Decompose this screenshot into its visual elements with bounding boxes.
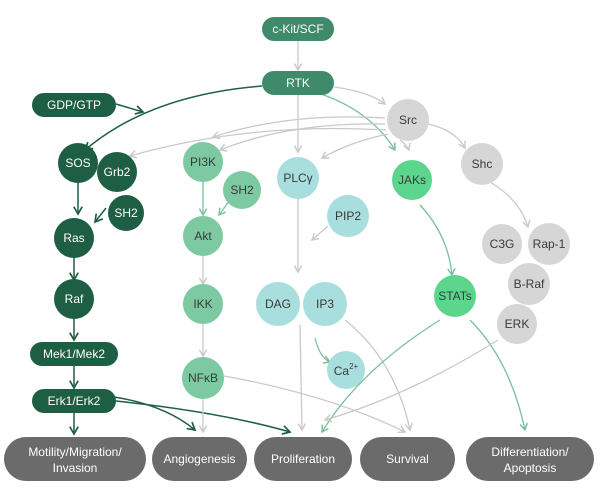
node-pip2-label: PIP2 xyxy=(335,209,361,223)
outcome-proliferation-label: Proliferation xyxy=(271,452,335,466)
node-raf[interactable]: Raf xyxy=(54,279,94,319)
node-ckit[interactable]: c-Kit/SCF xyxy=(262,17,334,41)
arrow-stats-differentiation xyxy=(469,319,528,432)
node-rtk-label: RTK xyxy=(286,76,310,90)
node-plcg-label: PLCγ xyxy=(283,171,312,185)
node-ikk[interactable]: IKK xyxy=(183,284,223,324)
arrow-shc-c3g xyxy=(489,181,531,229)
node-sh2-left[interactable]: SH2 xyxy=(108,195,144,231)
outcome-motility-line2: Invasion xyxy=(53,461,98,475)
node-ca-superscript: 2+ xyxy=(349,362,358,371)
arrows xyxy=(69,41,531,436)
node-src-label: Src xyxy=(399,113,417,127)
outcome-survival-label: Survival xyxy=(386,452,429,466)
node-raf-label: Raf xyxy=(65,292,84,306)
node-ikk-label: IKK xyxy=(193,297,212,311)
node-jaks-label: JAKs xyxy=(398,173,426,187)
node-sh2-mid-label: SH2 xyxy=(230,183,254,197)
node-akt[interactable]: Akt xyxy=(183,216,223,256)
arrow-ip3-survival xyxy=(344,319,413,432)
node-plcg[interactable]: PLCγ xyxy=(277,157,319,199)
node-ca-text: Ca xyxy=(334,364,350,378)
outcome-differentiation[interactable]: Differentiation/ Apoptosis xyxy=(466,437,594,481)
outcome-angiogenesis-label: Angiogenesis xyxy=(163,452,235,466)
arrow-src-plcg xyxy=(320,133,389,159)
node-nfkb-label: NFκB xyxy=(188,371,218,385)
node-ckit-label: c-Kit/SCF xyxy=(272,22,323,36)
node-c3g-label: C3G xyxy=(490,237,515,251)
arrow-pip2-plc xyxy=(310,225,329,241)
node-erk[interactable]: ERK xyxy=(497,304,537,344)
outcome-motility-line1: Motility/Migration/ xyxy=(28,445,122,459)
node-c3g[interactable]: C3G xyxy=(482,224,522,264)
node-rap1[interactable]: Rap-1 xyxy=(528,223,570,265)
arrow-ip3-ca xyxy=(314,337,332,364)
node-shc[interactable]: Shc xyxy=(461,143,503,185)
arrow-sh2-ras xyxy=(93,207,107,224)
node-sh2-left-label: SH2 xyxy=(114,206,138,220)
node-ras[interactable]: Ras xyxy=(54,218,94,258)
node-stats[interactable]: STATs xyxy=(434,275,476,317)
node-akt-label: Akt xyxy=(194,229,212,243)
node-shc-label: Shc xyxy=(472,157,493,171)
node-grb2[interactable]: Grb2 xyxy=(97,152,137,192)
arrow-rtk-sos xyxy=(83,85,263,152)
node-mek[interactable]: Mek1/Mek2 xyxy=(30,342,118,366)
node-sos[interactable]: SOS xyxy=(58,143,98,183)
outcome-survival[interactable]: Survival xyxy=(360,437,455,481)
arrow-dag-proliferation xyxy=(297,324,307,432)
node-grb2-label: Grb2 xyxy=(104,165,131,179)
node-ip3-label: IP3 xyxy=(316,297,334,311)
node-sos-label: SOS xyxy=(65,156,90,170)
node-stats-label: STATs xyxy=(438,289,472,303)
outcome-motility[interactable]: Motility/Migration/ Invasion xyxy=(4,437,146,481)
node-rap1-label: Rap-1 xyxy=(533,237,566,251)
outcome-angiogenesis[interactable]: Angiogenesis xyxy=(152,437,247,481)
node-pi3k-label: PI3K xyxy=(190,155,216,169)
node-ras-label: Ras xyxy=(63,231,84,245)
node-pi3k[interactable]: PI3K xyxy=(183,142,223,182)
arrow-erk-proliferation xyxy=(115,400,292,435)
arrow-src-grb2 xyxy=(128,127,387,159)
arrow-src-pi3k-1 xyxy=(211,116,386,140)
arrow-jaks-stats xyxy=(419,204,456,277)
arrow-nfkb-survival xyxy=(223,375,407,434)
node-braf-label: B-Raf xyxy=(514,277,545,291)
node-ca[interactable]: Ca2+ xyxy=(327,351,365,389)
node-dag[interactable]: DAG xyxy=(256,282,300,326)
node-jaks[interactable]: JAKs xyxy=(392,160,432,200)
arrow-src-shc xyxy=(427,123,466,150)
arrow-gdp-sos xyxy=(115,103,145,115)
node-gdp-gtp[interactable]: GDP/GTP xyxy=(32,93,116,117)
node-ip3[interactable]: IP3 xyxy=(303,282,347,326)
node-braf[interactable]: B-Raf xyxy=(508,263,550,305)
arrow-src-jaks xyxy=(399,139,411,152)
outcome-differentiation-line2: Apoptosis xyxy=(504,461,557,475)
arrow-erk-angiogenesis xyxy=(113,396,197,432)
node-erk12-label: Erk1/Erk2 xyxy=(48,394,101,408)
outcomes: Motility/Migration/ Invasion Angiogenesi… xyxy=(4,437,594,481)
node-erk-label: ERK xyxy=(505,317,530,331)
outcome-differentiation-line1: Differentiation/ xyxy=(491,445,569,459)
nodes: c-Kit/SCF RTK GDP/GTP SOS Grb2 SH2 Ras xyxy=(30,17,570,413)
node-dag-label: DAG xyxy=(265,297,291,311)
node-erk12[interactable]: Erk1/Erk2 xyxy=(32,389,116,413)
node-mek-label: Mek1/Mek2 xyxy=(43,347,105,361)
arrow-rtk-jaks xyxy=(317,92,396,152)
node-gdp-gtp-label: GDP/GTP xyxy=(47,98,101,112)
outcome-proliferation[interactable]: Proliferation xyxy=(254,437,352,481)
node-rtk[interactable]: RTK xyxy=(262,71,334,95)
node-sh2-mid[interactable]: SH2 xyxy=(223,171,261,209)
node-nfkb[interactable]: NFκB xyxy=(182,357,224,399)
arrow-rtk-src xyxy=(333,86,387,105)
node-src[interactable]: Src xyxy=(387,99,429,141)
arrow-erk-right-proliferation xyxy=(323,339,499,423)
node-pip2[interactable]: PIP2 xyxy=(327,195,369,237)
node-ca-label: Ca2+ xyxy=(334,362,359,379)
